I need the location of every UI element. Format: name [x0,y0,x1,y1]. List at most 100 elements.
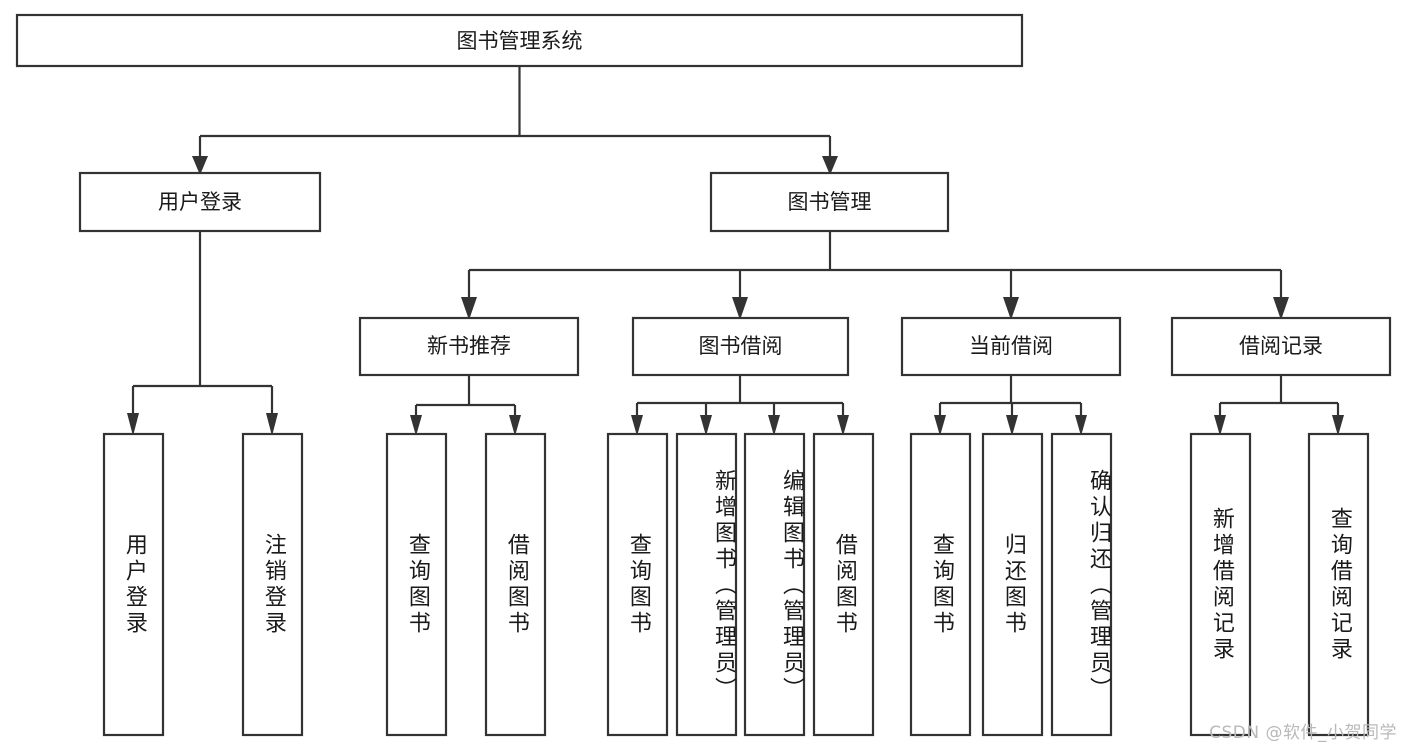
node-leaf-user-login-label: 用户登录 [121,532,147,637]
node-leaf-borrow-edit-box[interactable] [743,432,806,737]
arrow-head-leaf-current-return [1006,415,1018,436]
node-user-login-box[interactable] [78,171,322,233]
arrow-head-leaf-borrow-edit [768,415,780,436]
node-leaf-user-logout-label: 注销登录 [260,532,286,637]
node-leaf-recommend-borrow-box[interactable] [484,432,547,737]
node-leaf-recommend-query-text-area: 查询图书 [404,532,430,637]
arrow-head-leaf-recommend-borrow [509,415,521,436]
node-leaf-current-return-label: 归还图书 [1000,532,1026,637]
node-borrow-record-label: 借阅记录 [1239,334,1323,358]
connector-group-root [192,66,838,175]
node-leaf-recommend-borrow-text-area: 借阅图书 [503,532,529,637]
node-leaf-user-logout-box[interactable] [241,432,304,737]
node-leaf-recommend-query-box[interactable] [385,432,448,737]
node-book-manage-box[interactable] [709,171,950,233]
node-leaf-user-login[interactable]: 用户登录 [102,432,165,737]
node-current-borrow-label: 当前借阅 [969,334,1053,358]
node-leaf-record-query-box[interactable] [1307,432,1370,737]
node-new-book-recommend-box[interactable] [358,316,580,377]
arrow-head-leaf-user-logout [266,413,278,436]
node-current-borrow[interactable]: 当前借阅 [900,316,1122,377]
node-leaf-borrow-lend-label: 借阅图书 [831,532,857,637]
node-leaf-user-login-box[interactable] [102,432,165,737]
node-leaf-record-add-text-area: 新增借阅记录 [1208,506,1234,663]
node-root-box[interactable] [15,13,1024,68]
arrow-head-leaf-borrow-add [700,415,712,436]
node-leaf-current-query-text-area: 查询图书 [928,532,954,637]
node-leaf-current-query[interactable]: 查询图书 [909,432,972,737]
node-leaf-user-login-text-area: 用户登录 [121,532,147,637]
node-leaf-recommend-query-label: 查询图书 [404,532,430,637]
node-leaf-record-add[interactable]: 新增借阅记录 [1189,432,1252,737]
arrow-head-leaf-record-query [1332,415,1344,436]
arrow-head-book-borrow [732,297,748,320]
node-leaf-borrow-add-box[interactable] [675,432,738,737]
node-leaf-record-add-label: 新增借阅记录 [1208,506,1234,663]
node-root[interactable]: 图书管理系统 [15,13,1024,68]
node-book-borrow-label: 图书借阅 [699,334,783,358]
node-leaf-current-confirm-text-area: 确认归还（管理员） [1086,468,1111,703]
node-leaf-user-logout-text-area: 注销登录 [260,532,286,637]
node-book-manage-label: 图书管理 [788,190,872,214]
node-leaf-current-query-box[interactable] [909,432,972,737]
arrow-head-borrow-record [1273,297,1289,320]
node-new-book-recommend-label: 新书推荐 [427,334,511,358]
connector-group-book-borrow [631,375,849,436]
arrow-head-book-manage [822,156,838,175]
node-leaf-borrow-add-label: 新增图书（管理员） [711,468,736,703]
node-leaf-recommend-query[interactable]: 查询图书 [385,432,448,737]
arrow-head-leaf-user-login [127,413,139,436]
arrow-head-leaf-current-confirm [1075,415,1087,436]
node-leaf-borrow-edit[interactable]: 编辑图书（管理员） [743,432,806,737]
node-current-borrow-box[interactable] [900,316,1122,377]
connector-group-new-book-recommend [410,375,521,436]
node-leaf-borrow-add-text-area: 新增图书（管理员） [711,468,736,703]
node-leaf-borrow-query-box[interactable] [606,432,669,737]
node-leaf-record-query-label: 查询借阅记录 [1326,506,1352,663]
node-leaf-recommend-borrow[interactable]: 借阅图书 [484,432,547,737]
node-leaf-borrow-add[interactable]: 新增图书（管理员） [675,432,738,737]
node-leaf-borrow-query[interactable]: 查询图书 [606,432,669,737]
arrow-head-leaf-record-add [1214,415,1226,436]
node-leaf-current-return-text-area: 归还图书 [1000,532,1026,637]
node-leaf-recommend-borrow-label: 借阅图书 [503,532,529,637]
node-borrow-record[interactable]: 借阅记录 [1170,316,1392,377]
node-leaf-current-confirm-box[interactable] [1050,432,1113,737]
node-leaf-borrow-edit-label: 编辑图书（管理员） [779,468,804,703]
node-leaf-borrow-query-label: 查询图书 [625,532,651,637]
node-user-login-label: 用户登录 [158,190,242,214]
node-root-label: 图书管理系统 [457,29,583,53]
arrow-head-user-login [192,156,208,175]
node-book-manage[interactable]: 图书管理 [709,171,950,233]
arrow-head-leaf-borrow-lend [837,415,849,436]
arrow-head-leaf-recommend-query [410,415,422,436]
node-borrow-record-box[interactable] [1170,316,1392,377]
node-leaf-current-return-box[interactable] [981,432,1044,737]
node-user-login[interactable]: 用户登录 [78,171,322,233]
node-leaf-current-confirm[interactable]: 确认归还（管理员） [1050,432,1113,737]
connector-group-book-manage [461,231,1289,320]
arrow-head-leaf-current-query [934,415,946,436]
arrow-head-new-book-recommend [461,297,477,320]
arrow-head-leaf-borrow-query [631,415,643,436]
node-leaf-borrow-edit-text-area: 编辑图书（管理员） [779,468,804,703]
node-leaf-current-confirm-label: 确认归还（管理员） [1086,468,1111,703]
connector-group-borrow-record [1214,375,1344,436]
node-leaf-user-logout[interactable]: 注销登录 [241,432,304,737]
node-leaf-borrow-lend-text-area: 借阅图书 [831,532,857,637]
node-leaf-record-query-text-area: 查询借阅记录 [1326,506,1352,663]
node-book-borrow[interactable]: 图书借阅 [631,316,850,377]
node-leaf-borrow-query-text-area: 查询图书 [625,532,651,637]
node-book-borrow-box[interactable] [631,316,850,377]
connector-group-user-login [127,231,278,436]
node-leaf-borrow-lend[interactable]: 借阅图书 [812,432,875,737]
node-leaf-record-query[interactable]: 查询借阅记录 [1307,432,1370,737]
node-leaf-current-query-label: 查询图书 [928,532,954,637]
node-leaf-record-add-box[interactable] [1189,432,1252,737]
arrow-head-current-borrow [1003,297,1019,320]
node-new-book-recommend[interactable]: 新书推荐 [358,316,580,377]
node-leaf-current-return[interactable]: 归还图书 [981,432,1044,737]
node-leaf-borrow-lend-box[interactable] [812,432,875,737]
